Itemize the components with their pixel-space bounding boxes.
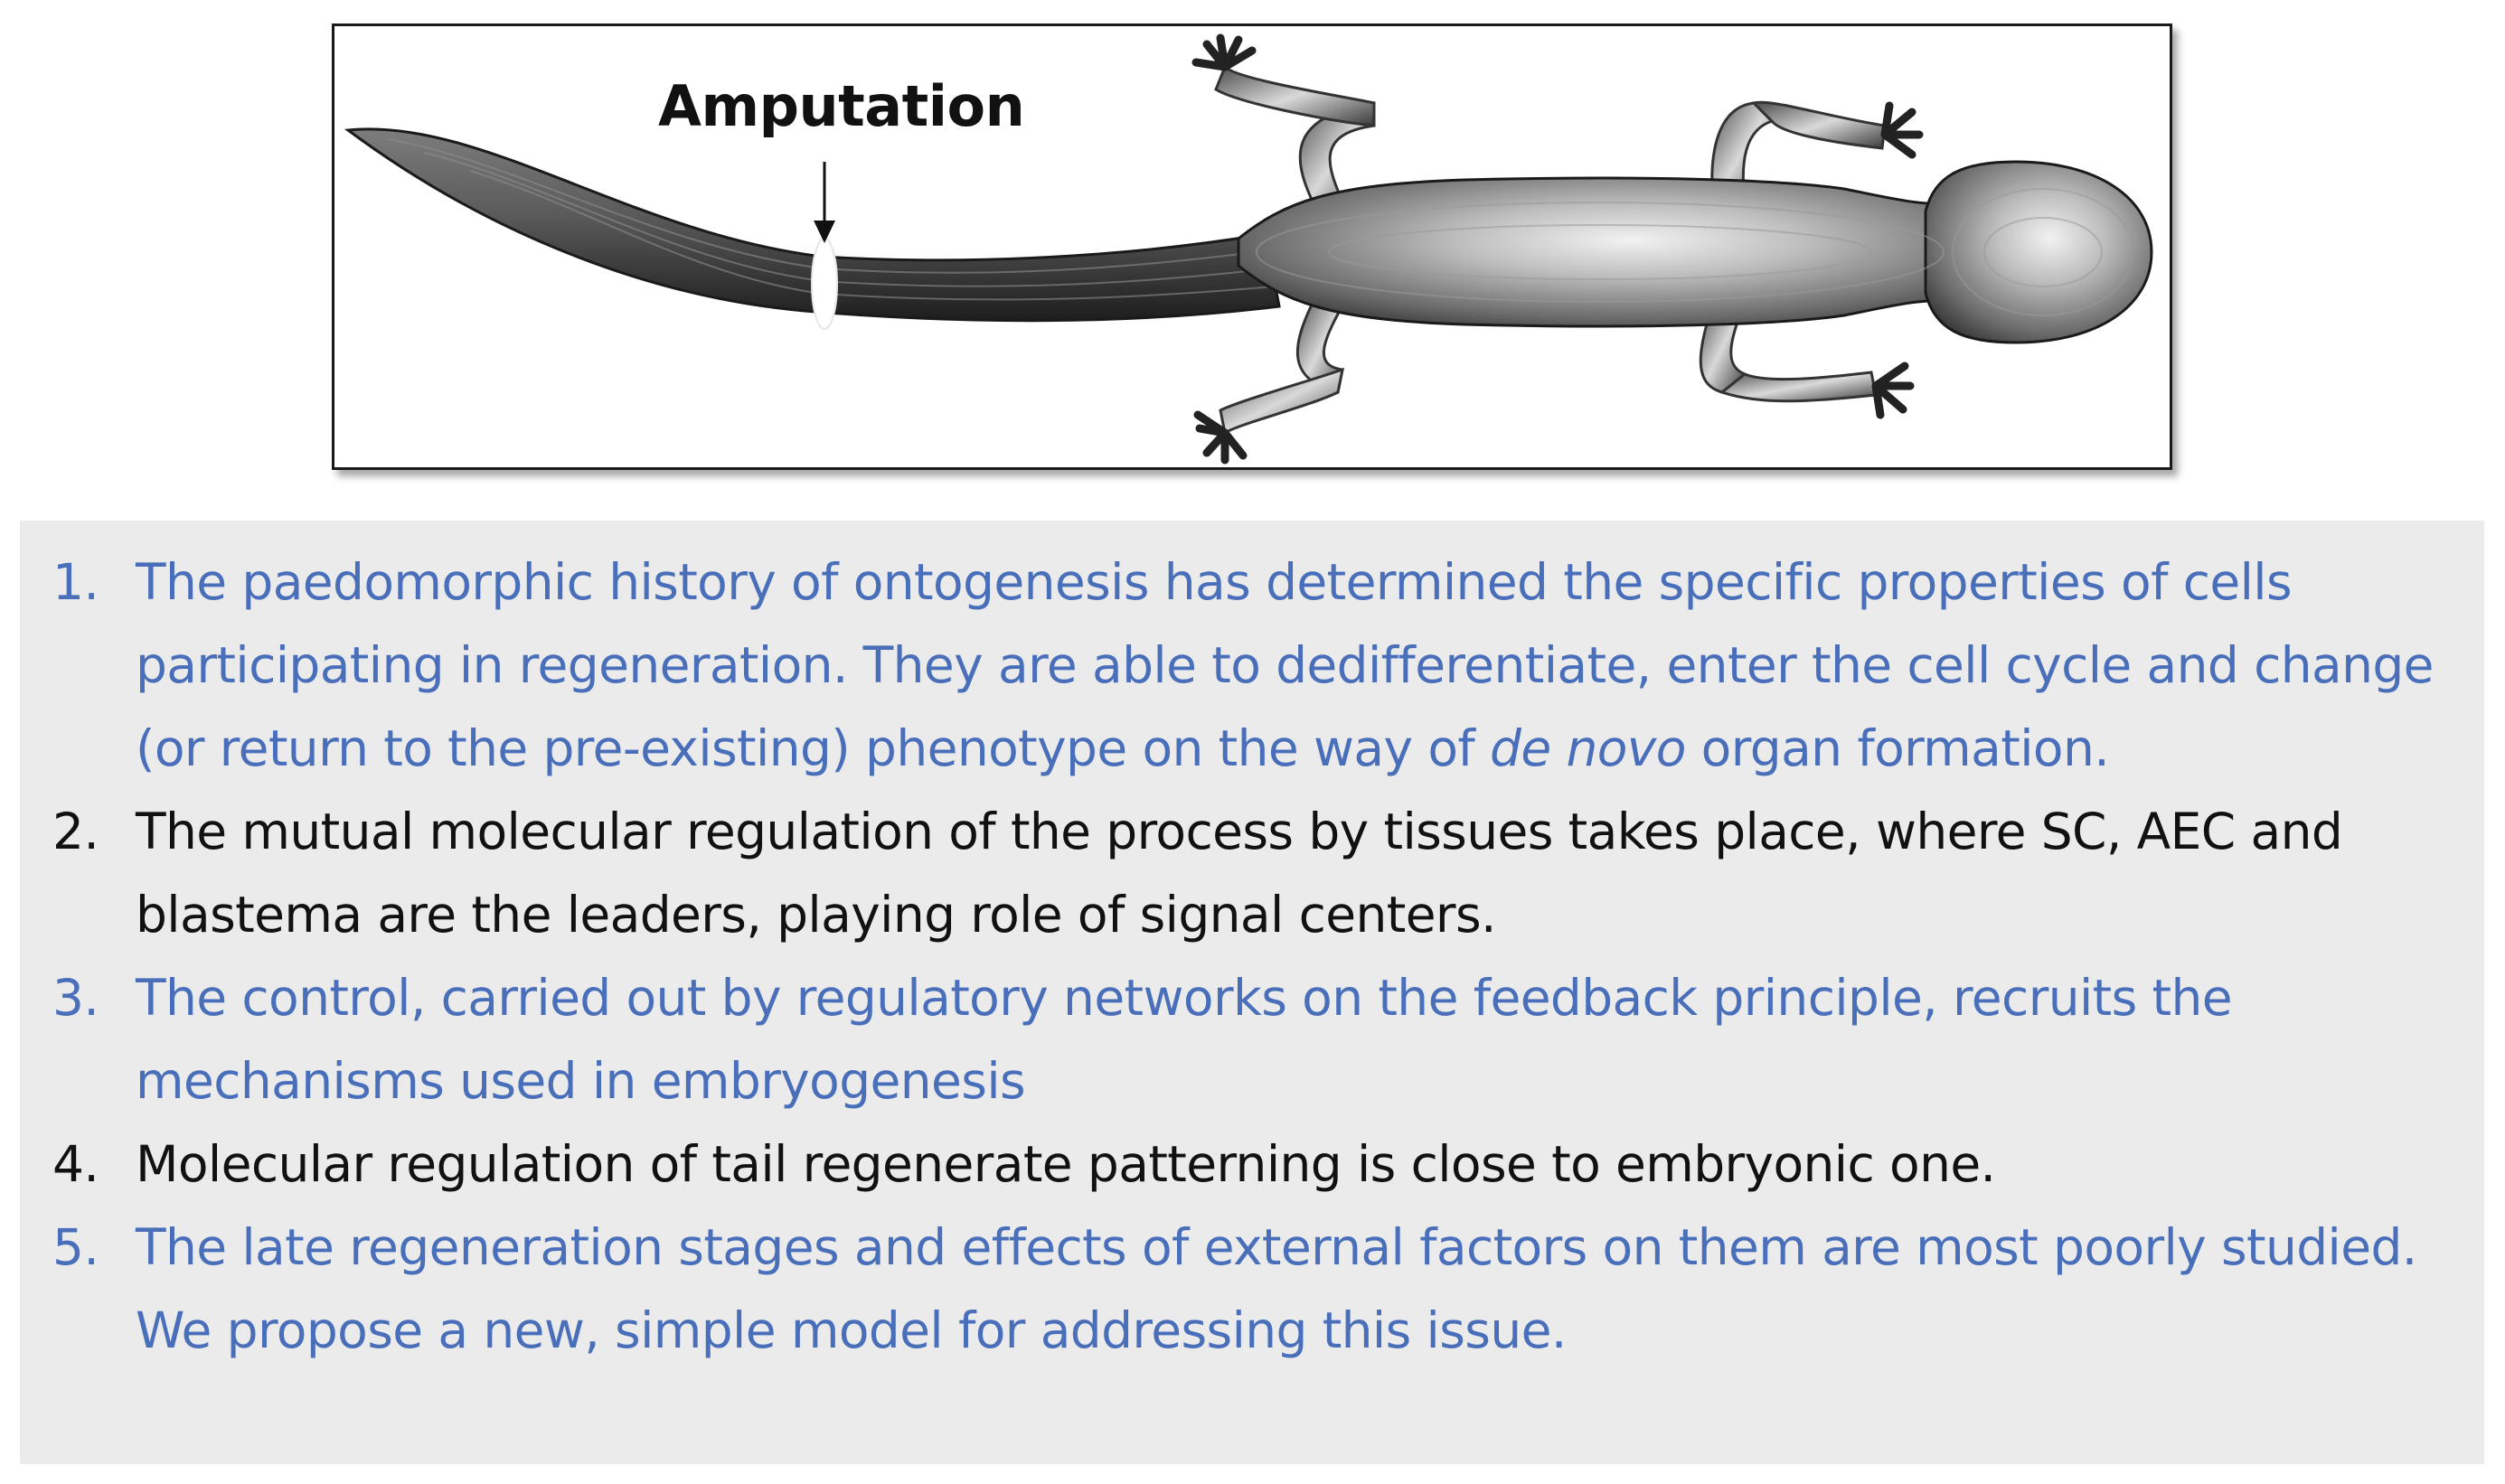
list-item-2: 2. The mutual molecular regulation of th… [36,790,2466,956]
list-item-1: 1. The paedomorphic history of ontogenes… [36,540,2466,790]
body-contours [1256,188,2134,316]
salamander-illustration [344,33,2153,465]
list-item-text: The control, carried out by regulatory n… [136,969,2233,1110]
trunk [1237,176,1954,328]
list-item-number: 4. [52,1135,99,1193]
list-item-number: 1. [52,553,99,611]
list-item-text: The late regeneration stages and effects… [136,1218,2417,1359]
hind-limb-upper [1191,33,1376,213]
hind-limb-lower [1193,296,1350,465]
fore-limb-upper [1710,100,1924,204]
list-item-number: 2. [52,803,99,860]
conclusions-panel: 1. The paedomorphic history of ontogenes… [20,521,2484,1464]
list-item-number: 3. [52,969,99,1027]
list-item-5: 5. The late regeneration stages and effe… [36,1206,2466,1372]
list-item-4: 4. Molecular regulation of tail regenera… [36,1122,2466,1206]
list-item-3: 3. The control, carried out by regulator… [36,956,2466,1122]
italic-term: de novo [1490,719,1686,777]
amputation-label: Amputation [658,73,1025,139]
list-item-number: 5. [52,1218,99,1276]
list-item-text: The mutual molecular regulation of the p… [136,803,2343,944]
amputation-arrow [814,162,835,243]
list-item-text: The paedomorphic history of ontogenesis … [136,553,2434,777]
head [1924,160,2153,344]
list-item-text: Molecular regulation of tail regenerate … [136,1135,1996,1193]
salamander-figure: Amputation [332,23,2172,470]
amputation-cut [811,238,838,330]
